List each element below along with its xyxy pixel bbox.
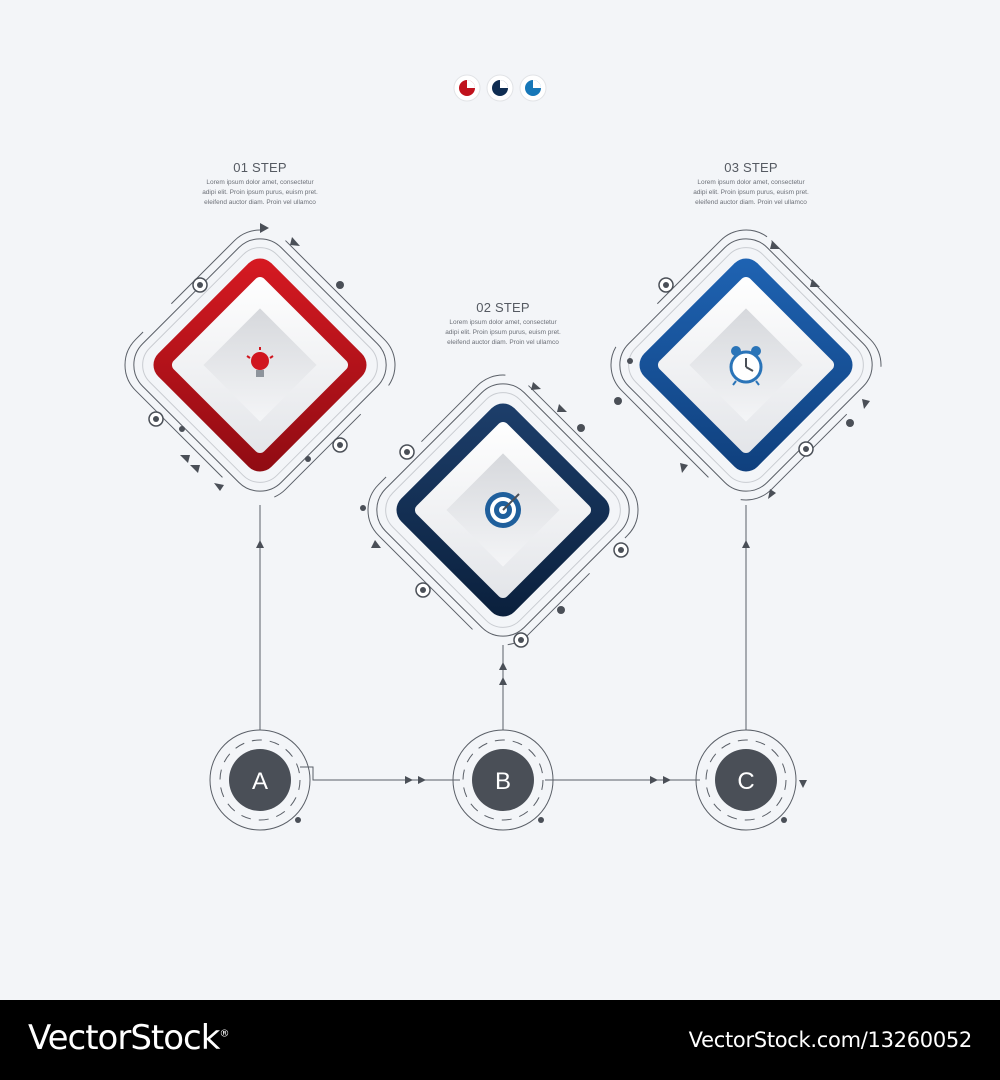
footer-bar: VectorStock® VectorStock.com/13260052 xyxy=(0,1000,1000,1080)
step-2-line-1: Lorem ipsum dolor amet, consectetur xyxy=(449,319,557,326)
step-1-line-1: Lorem ipsum dolor amet, consectetur xyxy=(206,179,314,186)
node-c: C xyxy=(695,729,807,831)
pie-icon-blue xyxy=(519,74,547,102)
infographic-canvas: A B C xyxy=(124,74,882,831)
step-1-title: 01 STEP xyxy=(233,160,287,175)
registered-mark: ® xyxy=(219,1028,229,1040)
step-1-description: Lorem ipsum dolor amet, consectetur adip… xyxy=(185,178,335,208)
target-icon xyxy=(485,492,521,528)
step-2-description: Lorem ipsum dolor amet, consectetur adip… xyxy=(428,318,578,348)
step-1-line-2: adipi elit. Proin ipsum purus, euism pre… xyxy=(202,189,318,196)
step-2-line-3: eleifend auctor diam. Proin vel ullamco xyxy=(447,339,559,346)
brand-name: VectorStock xyxy=(28,1018,220,1058)
connectors xyxy=(256,505,750,784)
step-2-diamond xyxy=(360,374,639,648)
step-2-line-2: adipi elit. Proin ipsum purus, euism pre… xyxy=(445,329,561,336)
node-a-label: A xyxy=(252,768,268,795)
image-url: VectorStock.com/13260052 xyxy=(688,1028,973,1052)
step-1-caption: 01 STEP Lorem ipsum dolor amet, consecte… xyxy=(185,160,335,208)
node-b: B xyxy=(452,729,554,831)
pie-icons xyxy=(453,74,547,102)
step-2-title: 02 STEP xyxy=(476,300,530,315)
step-1-line-3: eleifend auctor diam. Proin vel ullamco xyxy=(204,199,316,206)
step-3-line-1: Lorem ipsum dolor amet, consectetur xyxy=(697,179,805,186)
alarm-clock-icon xyxy=(729,346,763,386)
step-3-title: 03 STEP xyxy=(724,160,778,175)
lightbulb-icon xyxy=(246,347,274,377)
node-b-label: B xyxy=(495,768,511,795)
pie-icon-navy xyxy=(486,74,514,102)
step-3-diamond xyxy=(610,229,882,501)
step-3-description: Lorem ipsum dolor amet, consectetur adip… xyxy=(676,178,826,208)
step-3-line-3: eleifend auctor diam. Proin vel ullamco xyxy=(695,199,807,206)
step-3-line-2: adipi elit. Proin ipsum purus, euism pre… xyxy=(693,189,809,196)
pie-icon-red xyxy=(453,74,481,102)
step-2-caption: 02 STEP Lorem ipsum dolor amet, consecte… xyxy=(428,300,578,348)
connector-a-b xyxy=(300,766,460,781)
node-a: A xyxy=(209,729,311,831)
step-1-diamond xyxy=(124,223,396,501)
step-3-caption: 03 STEP Lorem ipsum dolor amet, consecte… xyxy=(676,160,826,208)
node-c-label: C xyxy=(737,768,754,795)
brand-logo: VectorStock® xyxy=(28,1018,229,1058)
